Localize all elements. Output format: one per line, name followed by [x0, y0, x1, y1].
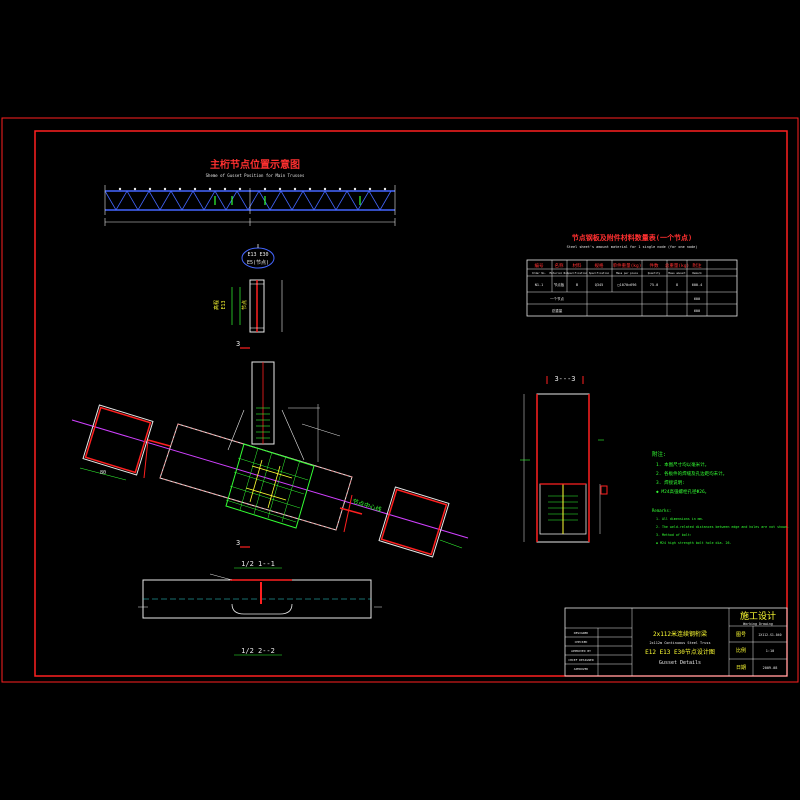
- elev-label-2: E13: [221, 300, 227, 309]
- td-2: B: [576, 283, 578, 287]
- sum-value: 600: [694, 309, 700, 313]
- tb-right-value-1: 1:10: [766, 649, 774, 653]
- th-2: 材料: [573, 262, 582, 269]
- note-en-1: 1. All dimensions in mm.: [656, 517, 704, 521]
- cut-3-top: 3: [236, 340, 240, 348]
- tb-left-3: CHIEF DESIGNER: [568, 658, 593, 662]
- vertical-member-section: 高程 E13 节点: [213, 279, 283, 333]
- note-cn-1: 1. 本图尺寸均以毫米计。: [656, 461, 709, 468]
- truss-title: 主桁节点位置示意图: [210, 158, 300, 171]
- cut-3-bottom: 3: [236, 539, 240, 547]
- total-label: 一个节点: [550, 296, 564, 301]
- elev-label-3: 节点: [242, 300, 248, 310]
- th-en-5: Quantity: [648, 271, 661, 275]
- th-en-0: Order No.: [532, 271, 546, 275]
- stage-cn: 施工设计: [740, 610, 776, 622]
- th-7: 附注: [693, 262, 702, 269]
- table-subtitle: Steel sheet's amount material for 1 sing…: [567, 245, 698, 249]
- section-11-label: 1/2 1--1: [241, 560, 275, 568]
- td-3: Q345: [595, 283, 603, 287]
- td-6: 8: [676, 283, 678, 287]
- tb-left-1: CHECKED: [575, 640, 588, 644]
- tb-left-0: DESIGNED: [574, 631, 589, 635]
- tb-right-label-0: 图号: [736, 632, 746, 638]
- td-5: 75.0: [650, 283, 658, 287]
- tb-left-4: APPROVED: [574, 667, 589, 671]
- notes-title-en: Remarks:: [652, 508, 671, 513]
- project-cn: 2x112米连续钢桁梁: [653, 630, 707, 638]
- tb-right-label-1: 比例: [736, 647, 746, 654]
- note-en-4: ◆ M24 high strength bolt hole dia. 26.: [656, 541, 731, 545]
- td-1: 节点板: [554, 282, 565, 287]
- project-en: 2x112m Continuous Steel Truss: [649, 641, 710, 645]
- th-en-1: Material No.: [550, 271, 569, 275]
- tb-right-label-2: 日期: [736, 665, 746, 671]
- total-value: 600: [694, 297, 700, 301]
- node-elevation: 节点中心线 80 3 3: [71, 340, 469, 558]
- node-mark-upper: E13 E30: [247, 252, 268, 258]
- elev-label-1: 高程: [213, 300, 220, 310]
- section-33-label: 3---3: [554, 375, 575, 383]
- notes: 附注: 1. 本图尺寸均以毫米计。 2. 各板件的焊缝及孔边距均未计。 3. 焊…: [652, 450, 789, 545]
- th-5: 件数: [650, 262, 659, 269]
- tb-left-2: APPROVED BY: [571, 649, 591, 653]
- node-mark-lower: E5(节点): [247, 260, 269, 266]
- th-en-3: Specification: [589, 271, 610, 275]
- td-4: □1070×696: [618, 283, 637, 287]
- td-7: 600.4: [692, 283, 703, 287]
- th-en-4: Mass per piece: [616, 271, 638, 275]
- note-en-3: 3. Method of bolt:: [656, 533, 692, 537]
- section-3-3: 3---3: [520, 375, 608, 543]
- materials-table: 节点钢板及附件材料数量表(一个节点) Steel sheet's amount …: [526, 233, 738, 317]
- stage-en: Working Drawing: [743, 622, 773, 626]
- truss-subtitle: Sheme of Gusset Position for Main Trusse…: [206, 173, 305, 178]
- th-0: 编号: [535, 262, 544, 269]
- tb-right-value-2: 2009.08: [763, 666, 778, 670]
- sheet-en: Gusset Details: [659, 660, 701, 666]
- pin-label: 节点中心线: [351, 497, 382, 513]
- th-1: 名称: [555, 262, 564, 269]
- note-cn-3: 3. 焊接说明:: [656, 479, 685, 486]
- outer-frame: [1, 117, 799, 683]
- sum-label: 总重量: [552, 308, 563, 313]
- node-marker: E13 E30 E5(节点): [241, 244, 275, 269]
- note-cn-2: 2. 各板件的焊缝及孔边距均未计。: [656, 470, 727, 477]
- notes-title: 附注:: [652, 450, 666, 458]
- td-0: N1-1: [535, 283, 543, 287]
- truss-schematic: 主桁节点位置示意图 Sheme of Gusset Position for M…: [104, 158, 396, 226]
- dim-label: 80: [100, 470, 106, 476]
- th-3: 规格: [595, 262, 604, 269]
- note-cn-4: ◆ M24高强螺栓孔径Φ26。: [656, 488, 709, 495]
- title-block: 施工设计 Working Drawing 2x112米连续钢桁梁 2x112m …: [564, 607, 788, 677]
- table-title: 节点钢板及附件材料数量表(一个节点): [572, 233, 692, 242]
- section-22-label: 1/2 2--2: [241, 647, 275, 655]
- th-en-6: Mass amount: [668, 271, 686, 275]
- sheet-cn: E12 E13 E30节点设计图: [645, 648, 715, 656]
- inner-frame: [34, 130, 788, 677]
- section-1-2: 1/2 1--1 1/2 2--2: [138, 560, 382, 656]
- th-4: 单件重量(kg): [613, 262, 642, 269]
- th-en-7: Remark: [692, 271, 702, 275]
- note-en-2: 2. The weld-related distances between ed…: [656, 525, 789, 529]
- tb-right-value-0: 2X112-S1-040: [758, 633, 781, 637]
- th-en-2: Specification: [567, 271, 588, 275]
- th-6: 总重量(kg): [665, 262, 689, 269]
